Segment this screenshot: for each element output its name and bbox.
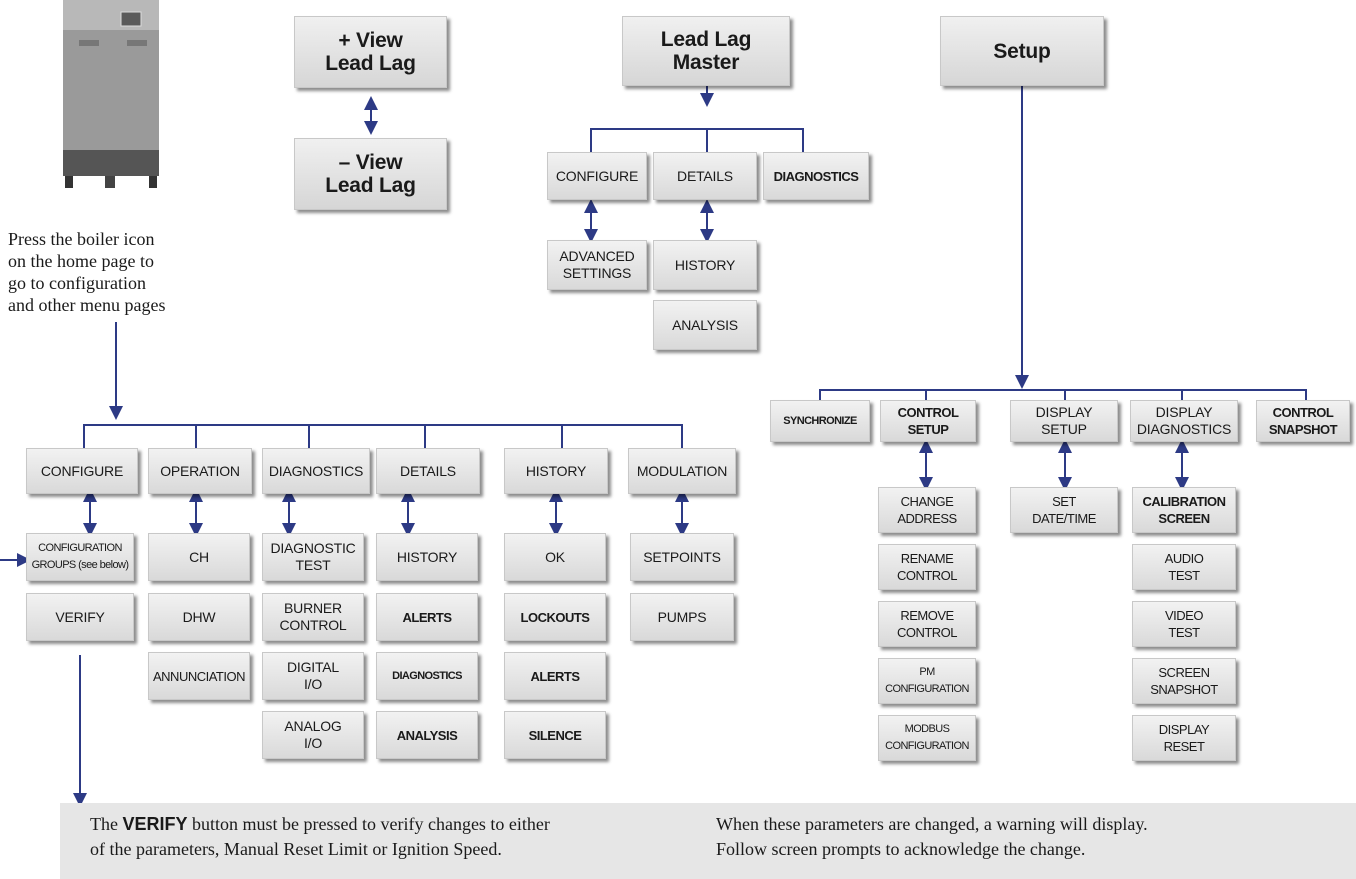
display-setup-button[interactable]: DISPLAY SETUP <box>1010 400 1118 442</box>
footer-right-line2: Follow screen prompts to acknowledge the… <box>716 839 1086 859</box>
lead-lag-master-button[interactable]: Lead Lag Master <box>622 16 790 86</box>
setpoints-button[interactable]: SETPOINTS <box>630 533 734 581</box>
history-button[interactable]: HISTORY <box>504 448 608 494</box>
advanced-settings-button[interactable]: ADVANCED SETTINGS <box>547 240 647 290</box>
ok-button[interactable]: OK <box>504 533 606 581</box>
pumps-button[interactable]: PUMPS <box>630 593 734 641</box>
control-snapshot-button[interactable]: CONTROL SNAPSHOT <box>1256 400 1350 442</box>
ch-button[interactable]: CH <box>148 533 250 581</box>
footer-right-line1: When these parameters are changed, a war… <box>716 814 1148 834</box>
note-line: and other menu pages <box>8 295 166 315</box>
leadlag-details-button[interactable]: DETAILS <box>653 152 757 200</box>
silence-button[interactable]: SILENCE <box>504 711 606 759</box>
view-plus-lead-lag-button[interactable]: + View Lead Lag <box>294 16 447 88</box>
boiler-icon[interactable] <box>55 0 167 190</box>
rename-control-button[interactable]: RENAME CONTROL <box>878 544 976 590</box>
screen-snapshot-button[interactable]: SCREEN SNAPSHOT <box>1132 658 1236 704</box>
verify-keyword: VERIFY <box>122 814 188 834</box>
video-test-button[interactable]: VIDEO TEST <box>1132 601 1236 647</box>
note-line: on the home page to <box>8 251 154 271</box>
audio-test-button[interactable]: AUDIO TEST <box>1132 544 1236 590</box>
footer-left-line2: of the parameters, Manual Reset Limit or… <box>90 839 502 859</box>
instruction-note: Press the boiler icon on the home page t… <box>8 228 165 316</box>
configure-button[interactable]: CONFIGURE <box>26 448 138 494</box>
footer-panel <box>60 803 1356 879</box>
leadlag-analysis-button[interactable]: ANALYSIS <box>653 300 757 350</box>
dhw-button[interactable]: DHW <box>148 593 250 641</box>
change-address-button[interactable]: CHANGE ADDRESS <box>878 487 976 533</box>
display-diagnostics-button[interactable]: DISPLAY DIAGNOSTICS <box>1130 400 1238 442</box>
note-line: Press the boiler icon <box>8 229 155 249</box>
details-history-button[interactable]: HISTORY <box>376 533 478 581</box>
configuration-groups-button[interactable]: CONFIGURATION GROUPS (see below) <box>26 533 134 581</box>
display-reset-button[interactable]: DISPLAY RESET <box>1132 715 1236 761</box>
details-analysis-button[interactable]: ANALYSIS <box>376 711 478 759</box>
verify-button[interactable]: VERIFY <box>26 593 134 641</box>
footer-left-line1: The VERIFY button must be pressed to ver… <box>90 813 550 835</box>
control-setup-button[interactable]: CONTROL SETUP <box>880 400 976 442</box>
annunciation-button[interactable]: ANNUNCIATION <box>148 652 250 700</box>
set-date-time-button[interactable]: SET DATE/TIME <box>1010 487 1118 533</box>
operation-button[interactable]: OPERATION <box>148 448 252 494</box>
leadlag-history-button[interactable]: HISTORY <box>653 240 757 290</box>
details-button[interactable]: DETAILS <box>376 448 480 494</box>
modulation-button[interactable]: MODULATION <box>628 448 736 494</box>
leadlag-diagnostics-button[interactable]: DIAGNOSTICS <box>763 152 869 200</box>
view-minus-lead-lag-button[interactable]: – View Lead Lag <box>294 138 447 210</box>
setup-button[interactable]: Setup <box>940 16 1104 86</box>
modbus-configuration-button[interactable]: MODBUS CONFIGURATION <box>878 715 976 761</box>
calibration-screen-button[interactable]: CALIBRATION SCREEN <box>1132 487 1236 533</box>
analog-io-button[interactable]: ANALOG I/O <box>262 711 364 759</box>
footer-left-pre: The <box>90 814 123 834</box>
pm-configuration-button[interactable]: PM CONFIGURATION <box>878 658 976 704</box>
details-alerts-button[interactable]: ALERTS <box>376 593 478 641</box>
details-diagnostics-button[interactable]: DIAGNOSTICS <box>376 652 478 700</box>
burner-control-button[interactable]: BURNER CONTROL <box>262 593 364 641</box>
lockouts-button[interactable]: LOCKOUTS <box>504 593 606 641</box>
digital-io-button[interactable]: DIGITAL I/O <box>262 652 364 700</box>
leadlag-configure-button[interactable]: CONFIGURE <box>547 152 647 200</box>
footer-left-post: button must be pressed to verify changes… <box>187 814 550 834</box>
history-alerts-button[interactable]: ALERTS <box>504 652 606 700</box>
note-line: go to configuration <box>8 273 146 293</box>
diagnostic-test-button[interactable]: DIAGNOSTIC TEST <box>262 533 364 581</box>
remove-control-button[interactable]: REMOVE CONTROL <box>878 601 976 647</box>
diagnostics-button[interactable]: DIAGNOSTICS <box>262 448 370 494</box>
synchronize-button[interactable]: SYNCHRONIZE <box>770 400 870 442</box>
